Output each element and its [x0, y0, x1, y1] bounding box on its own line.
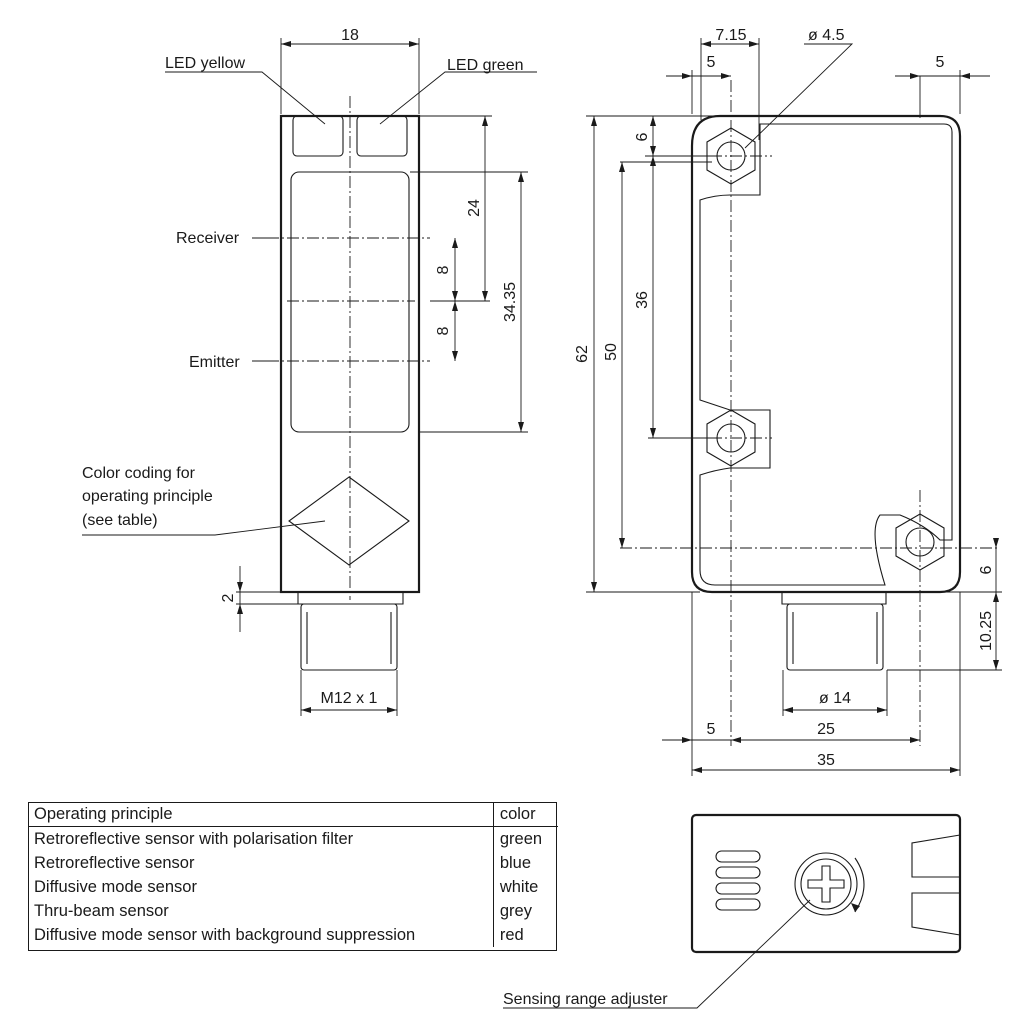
top-view: [503, 813, 962, 1009]
vent-slot-4: [715, 898, 761, 911]
dim-10-25: 10.25: [978, 611, 995, 651]
dim-2: 2: [220, 593, 237, 602]
dim-m12-thread: M12 x 1: [321, 690, 378, 707]
dim-6-top: 6: [634, 132, 651, 141]
label-led-green: LED green: [447, 57, 524, 74]
dim-connector-diameter: ø 14: [819, 690, 851, 707]
table-cell-color: grey: [492, 899, 558, 923]
table-cell-principle: Diffusive mode sensor: [34, 878, 197, 896]
color-coding-diamond: [288, 476, 410, 566]
led-yellow-window: [292, 115, 344, 157]
top-right-feature-lower: [911, 892, 961, 936]
table-row: Diffusive mode sensor white: [28, 875, 558, 899]
dim-5-top-right: 5: [936, 54, 945, 71]
connector-collar: [297, 592, 404, 605]
dim-5-top-left: 5: [707, 54, 716, 71]
side-view: [82, 38, 537, 716]
connector-thread: [300, 603, 398, 671]
dim-8-upper: 8: [435, 265, 452, 274]
label-color-coding-2: operating principle: [82, 488, 213, 505]
label-led-yellow: LED yellow: [165, 55, 245, 72]
dim-6-bottom: 6: [978, 565, 995, 574]
dim-35: 35: [817, 752, 835, 769]
front-inner-contour: [699, 123, 953, 586]
label-color-coding-3: (see table): [82, 512, 158, 529]
front-connector-collar: [781, 592, 887, 605]
table-cell-color: blue: [492, 851, 558, 875]
dim-24: 24: [466, 199, 483, 217]
dim-hole-diameter: ø 4.5: [808, 27, 845, 44]
top-body-outline: [690, 813, 962, 954]
table-cell-principle: Diffusive mode sensor with background su…: [34, 926, 416, 944]
dim-8-lower: 8: [435, 326, 452, 335]
table-header-principle: Operating principle: [28, 802, 494, 827]
vent-slot-1: [715, 850, 761, 863]
table-cell-color: white: [492, 875, 558, 899]
dim-34-35: 34.35: [502, 282, 519, 322]
vent-slot-3: [715, 882, 761, 895]
front-body-outline: [690, 114, 962, 594]
front-connector-thread: [786, 603, 884, 671]
dim-36: 36: [634, 291, 651, 309]
dim-5-bottom: 5: [707, 721, 716, 738]
dim-width-18: 18: [341, 27, 359, 44]
table-row: Retroreflective sensor with polarisation…: [28, 826, 558, 851]
front-view: [586, 38, 1002, 776]
table-header-color: color: [492, 802, 558, 827]
table-cell-principle: Retroreflective sensor: [34, 854, 195, 872]
table-cell-principle: Retroreflective sensor with polarisation…: [34, 830, 354, 848]
table-cell-color: green: [492, 826, 558, 851]
dim-25: 25: [817, 721, 835, 738]
label-color-coding-1: Color coding for: [82, 465, 196, 482]
operating-principle-table: Operating principle color Retroreflectiv…: [28, 802, 558, 947]
sensing-range-adjuster: [794, 852, 865, 916]
table-header-row: Operating principle color: [28, 802, 558, 827]
label-sensing-range-adjuster: Sensing range adjuster: [503, 991, 668, 1008]
top-right-feature-upper: [911, 834, 961, 878]
table-cell-color: red: [492, 923, 558, 947]
label-receiver: Receiver: [176, 230, 240, 247]
table-cell-principle: Thru-beam sensor: [34, 902, 169, 920]
table-row: Retroreflective sensor blue: [28, 851, 558, 875]
label-emitter: Emitter: [189, 354, 240, 371]
dim-7-15: 7.15: [715, 27, 746, 44]
vent-slot-2: [715, 866, 761, 879]
led-green-window: [356, 115, 408, 157]
dim-50: 50: [603, 343, 620, 361]
table-row: Diffusive mode sensor with background su…: [28, 923, 558, 947]
table-row: Thru-beam sensor grey: [28, 899, 558, 923]
dim-62: 62: [574, 345, 591, 363]
